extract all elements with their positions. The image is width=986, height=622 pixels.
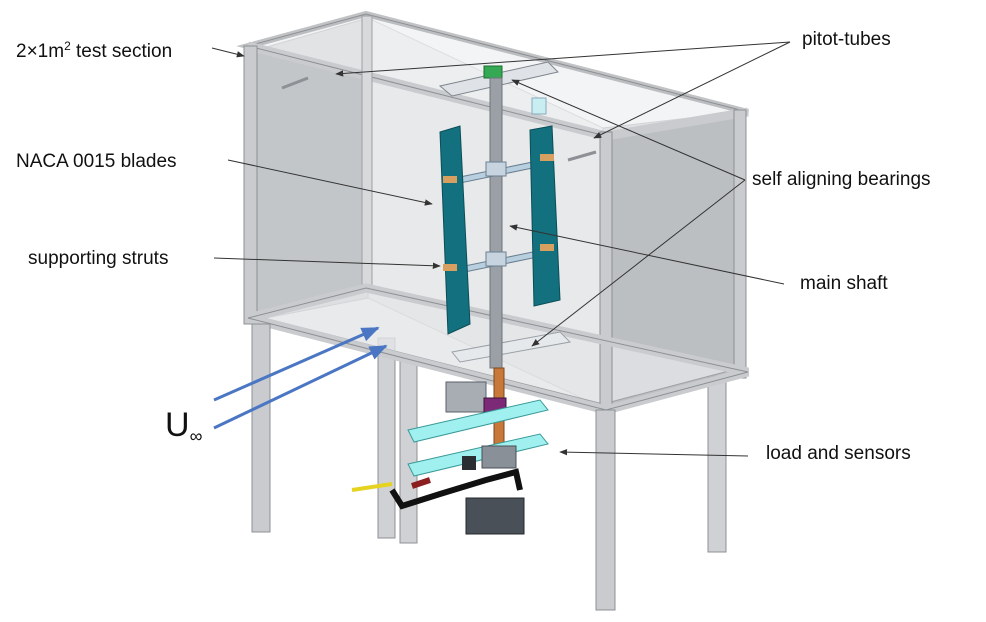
label-test-section-prefix: 2×1m bbox=[16, 41, 65, 62]
label-free-stream-velocity: U∞ bbox=[165, 408, 202, 445]
label-test-section-suffix: test section bbox=[70, 41, 173, 62]
label-main-shaft: main shaft bbox=[800, 273, 888, 294]
label-free-stream-subscript: ∞ bbox=[189, 426, 203, 446]
main-shaft bbox=[489, 77, 503, 369]
bottom-frame bbox=[246, 283, 750, 415]
label-test-section-sup: 2 bbox=[64, 39, 71, 53]
label-free-stream-symbol: U bbox=[165, 406, 190, 444]
label-supporting-struts: supporting struts bbox=[28, 248, 169, 269]
label-naca-blades: NACA 0015 blades bbox=[16, 151, 177, 172]
label-test-section: 2×1m2 test section bbox=[16, 40, 172, 61]
label-load-and-sensors: load and sensors bbox=[766, 443, 911, 464]
back-legs bbox=[377, 337, 727, 553]
leader-lines bbox=[211, 41, 791, 457]
label-pitot-tubes: pitot-tubes bbox=[802, 29, 891, 50]
free-stream-arrows bbox=[213, 326, 388, 430]
naca-blades bbox=[439, 125, 561, 335]
load-and-sensors-assembly bbox=[351, 367, 549, 535]
supporting-struts bbox=[454, 157, 553, 275]
pitot-tube-shapes bbox=[281, 76, 597, 162]
label-self-aligning-bearings: self aligning bearings bbox=[752, 169, 931, 190]
